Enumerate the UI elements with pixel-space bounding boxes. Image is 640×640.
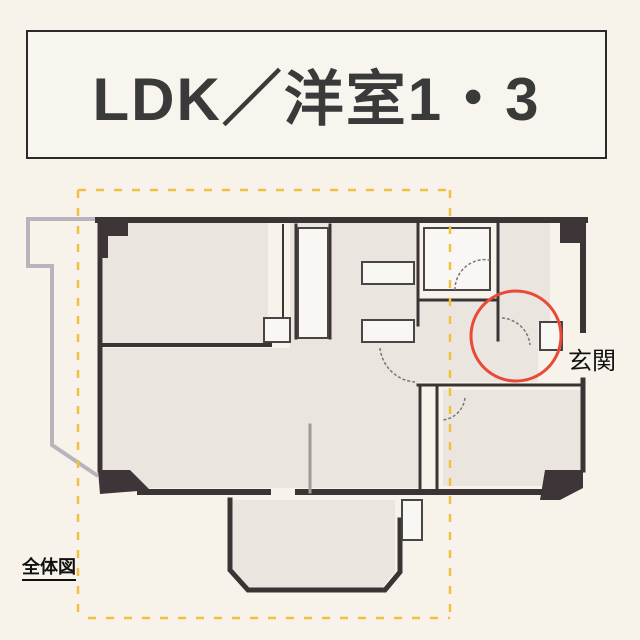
walls [95, 217, 588, 593]
page-title: LDK／洋室1・3 [92, 66, 541, 133]
dashed-outline [76, 188, 452, 620]
entrance-label: 玄関 [566, 346, 618, 376]
fixtures [263, 227, 563, 541]
highlight-circle [469, 289, 563, 383]
title-box: LDK／洋室1・3 [26, 30, 607, 159]
room-fills [103, 222, 583, 590]
overall-plan-label: 全体図 [22, 558, 76, 581]
left-balcony [26, 217, 100, 478]
door-swings [379, 258, 531, 421]
